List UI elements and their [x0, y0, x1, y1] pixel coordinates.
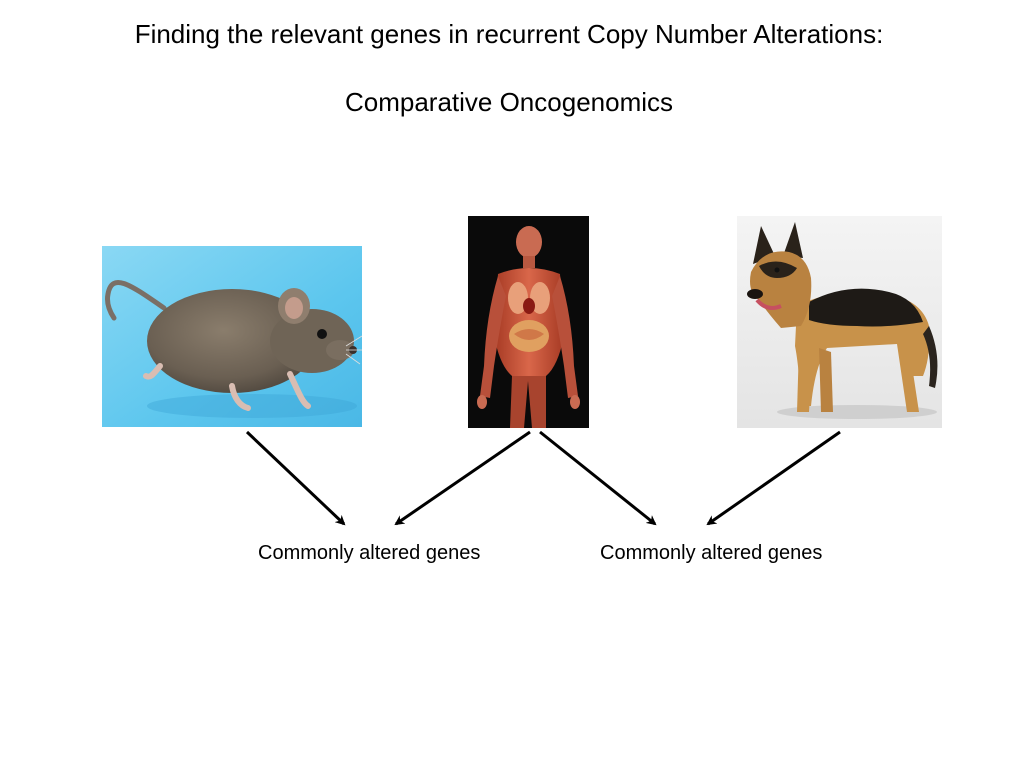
- slide-subtitle: Comparative Oncogenomics: [344, 87, 674, 117]
- commonly-altered-genes-right: Commonly altered genes: [600, 542, 823, 564]
- german-shepherd-image: [737, 216, 942, 428]
- arrow-mouse-to-left: [245, 430, 346, 526]
- arrow-human-to-left: [394, 430, 531, 526]
- arrow-human-to-right: [539, 430, 657, 526]
- slide-title: Finding the relevant genes in recurrent …: [134, 19, 884, 49]
- mouse-image: [102, 246, 362, 427]
- arrow-dog-to-right: [706, 430, 841, 526]
- commonly-altered-genes-left: Commonly altered genes: [258, 542, 481, 564]
- human-anatomy-image: [468, 216, 589, 428]
